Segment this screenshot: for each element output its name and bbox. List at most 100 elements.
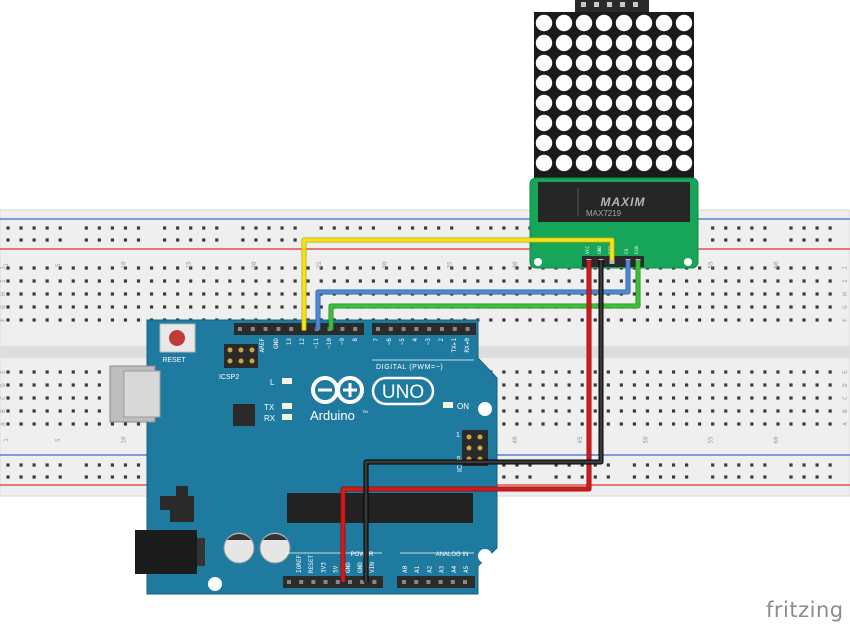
led-tx-label: TX (264, 403, 275, 412)
breadboard-hole (698, 266, 702, 270)
breadboard-hole (802, 238, 806, 242)
matrix-led (535, 94, 553, 112)
breadboard-hole (189, 279, 193, 283)
breadboard-hole (698, 370, 702, 374)
breadboard-hole (645, 305, 650, 309)
breadboard-hole (97, 383, 101, 387)
breadboard-hole (32, 409, 36, 413)
breadboard-hole (84, 279, 88, 283)
breadboard-hole (724, 279, 728, 283)
breadboard-hole (606, 422, 610, 426)
breadboard-hole (724, 266, 728, 270)
logo-ring-right (336, 376, 364, 404)
column-number-bottom: 55 (708, 436, 715, 444)
breadboard-hole (58, 396, 62, 400)
breadboard-hole (384, 266, 389, 270)
breadboard-hole (737, 396, 741, 400)
breadboard-hole (97, 396, 101, 400)
breadboard-hole (606, 370, 610, 374)
analog-pin-label: A1 (414, 565, 421, 573)
breadboard-hole (84, 370, 88, 374)
row-letter: F (0, 318, 7, 322)
breadboard-hole (149, 305, 154, 309)
arduino-logo: Arduino TM UNO (310, 376, 435, 423)
breadboard-hole (658, 396, 663, 400)
breadboard-hole (737, 318, 741, 322)
breadboard-hole (671, 318, 676, 322)
column-number-top: 25 (316, 261, 323, 269)
breadboard-hole (645, 475, 650, 479)
breadboard-hole (724, 422, 728, 426)
matrix-led (615, 114, 633, 132)
led-matrix (534, 12, 694, 180)
arduino-board (146, 319, 498, 595)
matrix-led (575, 114, 593, 132)
breadboard-hole (685, 292, 689, 296)
breadboard-hole (136, 422, 141, 426)
column-number-top: 60 (773, 261, 780, 269)
breadboard-hole (32, 396, 36, 400)
column-number-bottom: 1 (3, 438, 10, 442)
digital-header-right (372, 323, 476, 335)
breadboard-hole (58, 266, 62, 270)
breadboard-hole (463, 266, 467, 270)
column-number-top: 30 (381, 261, 388, 269)
breadboard-hole (437, 279, 441, 283)
breadboard-hole (71, 370, 75, 374)
icsp2-pin (238, 347, 244, 353)
breadboard-hole (789, 463, 793, 467)
breadboard-hole (358, 266, 362, 270)
digital-label: DIGITAL (PWM=~) (376, 364, 443, 371)
breadboard-hole (110, 226, 114, 230)
breadboard-hole (541, 318, 545, 322)
matrix-led (615, 154, 633, 172)
wire-blue (316, 260, 630, 330)
breadboard-hole (58, 238, 62, 242)
matrix-led (535, 34, 553, 52)
breadboard-hole (724, 305, 728, 309)
breadboard-hole (828, 238, 832, 242)
breadboard-hole (45, 318, 49, 322)
breadboard-hole (685, 463, 689, 467)
breadboard-hole (606, 463, 610, 467)
matrix-led (555, 134, 573, 152)
matrix-led (655, 54, 673, 72)
column-number-top: 5 (55, 263, 62, 267)
breadboard-hole (671, 370, 676, 374)
header-pin (311, 580, 316, 584)
breadboard-hole (267, 279, 271, 283)
matrix-led (575, 154, 593, 172)
breadboard-hole (97, 463, 101, 467)
breadboard-hole (750, 238, 754, 242)
breadboard-hole (228, 279, 232, 283)
breadboard-hole (123, 292, 128, 296)
breadboard-hole (711, 370, 715, 374)
pcb-hole (684, 258, 692, 266)
breadboard-hole (815, 226, 819, 230)
breadboard-hole (711, 238, 715, 242)
breadboard-hole (671, 279, 676, 283)
icsp-pin (466, 445, 472, 451)
breadboard-hole (528, 396, 532, 400)
breadboard-hole (293, 238, 297, 242)
breadboard-hole (97, 292, 101, 296)
breadboard-hole (58, 226, 62, 230)
breadboard-hole (228, 292, 232, 296)
digital-pin-label: 12 (299, 338, 306, 346)
breadboard-hole (541, 396, 545, 400)
breadboard-hole (58, 383, 62, 387)
breadboard-hole (71, 292, 75, 296)
usb-chip (233, 404, 255, 426)
digital-pin-label: 7 (373, 338, 380, 342)
breadboard-hole (319, 279, 323, 283)
breadboard-hole (567, 475, 571, 479)
breadboard-hole (45, 292, 49, 296)
breadboard-hole (424, 266, 428, 270)
breadboard-hole (515, 396, 519, 400)
breadboard-hole (515, 422, 519, 426)
breadboard-hole (789, 318, 793, 322)
breadboard-hole (58, 475, 62, 479)
breadboard-hole (45, 409, 49, 413)
breadboard-hole (554, 279, 558, 283)
breadboard-hole (189, 226, 193, 230)
